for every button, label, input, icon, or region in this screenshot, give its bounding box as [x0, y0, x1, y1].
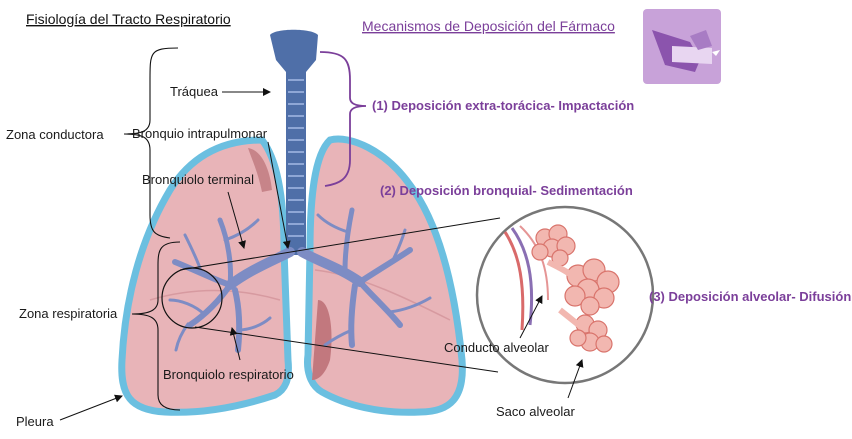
trachea-label: Tráquea — [170, 84, 219, 99]
conducting-zone-label: Zona conductora — [6, 127, 104, 142]
pleura-label: Pleura — [16, 414, 54, 429]
mechanism-alveolar: (3) Deposición alveolar- Difusión — [649, 289, 851, 304]
respiratory-bronchiole-label: Bronquiolo respiratorio — [163, 367, 294, 382]
intrapulmonary-bronchus-label: Bronquio intrapulmonar — [132, 126, 268, 141]
alveolar-duct-label: Conducto alveolar — [444, 340, 549, 355]
terminal-bronchiole-label: Bronquiolo terminal — [142, 172, 254, 187]
pleura-arrow — [60, 396, 122, 420]
respiratory-zone-label: Zona respiratoria — [19, 306, 118, 321]
alveolar-sac-label: Saco alveolar — [496, 404, 575, 419]
inhaler-icon — [643, 9, 721, 84]
alveoli-zoom — [477, 207, 653, 383]
main-title: Fisiología del Tracto Respiratorio — [26, 11, 231, 27]
mechanism-bronchial: (2) Deposición bronquial- Sedimentación — [380, 183, 633, 198]
mechanisms-title: Mecanismos de Deposición del Fármaco — [362, 18, 615, 34]
right-lung — [308, 139, 463, 412]
mechanism-extra-thoracic: (1) Deposición extra-torácica- Impactaci… — [372, 98, 634, 113]
